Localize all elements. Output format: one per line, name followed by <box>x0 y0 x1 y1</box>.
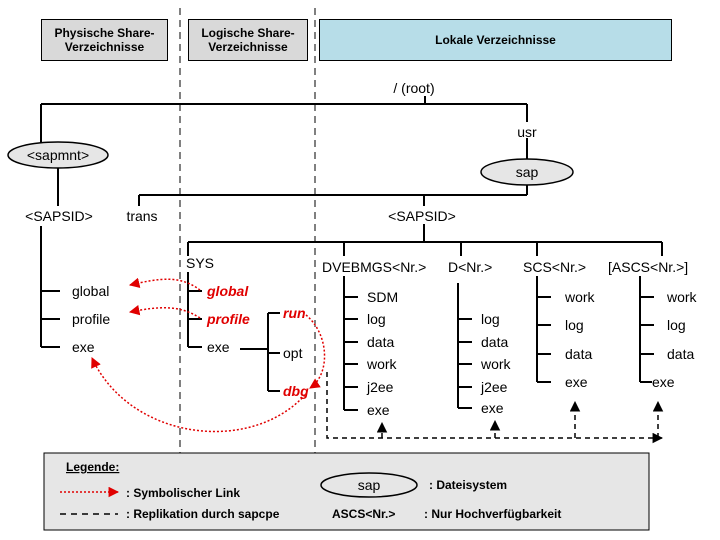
header-logical-shares: Logische Share- Verzeichnisse <box>188 19 308 61</box>
d-item: work <box>480 356 512 372</box>
legend-filesystem-text: : Dateisystem <box>429 478 507 492</box>
legend-ha-text: : Nur Hochverfügbarkeit <box>424 507 561 521</box>
header-local-directories: Lokale Verzeichnisse <box>319 19 672 61</box>
d-item: log <box>481 311 500 327</box>
trans-label: trans <box>126 208 157 224</box>
sapmnt-oval <box>7 141 109 169</box>
legend-sap-oval <box>320 472 418 498</box>
scs-item: work <box>564 289 596 305</box>
root-label: / (root) <box>393 80 434 96</box>
scs-item: data <box>565 346 592 362</box>
physical-exe-label: exe <box>72 339 95 355</box>
header-physical-shares: Physische Share- Verzeichnisse <box>41 19 168 61</box>
run-label: run <box>283 305 306 321</box>
dbg-label: dbg <box>283 383 309 399</box>
scs-label: SCS<Nr.> <box>523 259 586 275</box>
legend: Legende: : Symbolischer Link : Replikati… <box>43 452 650 531</box>
legend-ascs-label: ASCS<Nr.> <box>332 507 395 521</box>
dvebmgs-label: DVEBMGS<Nr.> <box>322 259 426 275</box>
sapsid-local-label: <SAPSID> <box>388 208 456 224</box>
ascs-item: data <box>667 346 694 362</box>
ascs-item: work <box>666 289 698 305</box>
usr-label: usr <box>517 124 537 140</box>
dvebmgs-item: log <box>367 311 386 327</box>
dvebmgs-item: data <box>367 334 394 350</box>
logical-exe-label: exe <box>207 339 230 355</box>
logical-profile-label: profile <box>206 311 250 327</box>
sapmnt-label: <sapmnt> <box>27 147 89 163</box>
sap-label: sap <box>516 164 539 180</box>
header-physical-label: Physische Share- Verzeichnisse <box>54 26 155 54</box>
d-item: j2ee <box>480 379 508 395</box>
sys-label: SYS <box>186 255 214 271</box>
symbolic-links <box>91 277 326 433</box>
d-item: exe <box>481 400 504 416</box>
scs-item: log <box>565 317 584 333</box>
dvebmgs-item: exe <box>367 402 390 418</box>
scs-item: exe <box>565 374 588 390</box>
legend-symlink-text: : Symbolischer Link <box>126 486 240 500</box>
legend-title: Legende: <box>66 460 119 474</box>
logical-global-label: global <box>206 283 249 299</box>
opt-label: opt <box>283 345 303 361</box>
physical-global-label: global <box>72 283 109 299</box>
tree-lines <box>40 96 663 411</box>
dvebmgs-item: SDM <box>367 289 398 305</box>
legend-replication-text: : Replikation durch sapcpe <box>126 507 280 521</box>
legend-sap-label: sap <box>358 477 381 493</box>
replication-lines <box>326 372 664 439</box>
d-label: D<Nr.> <box>448 259 492 275</box>
dvebmgs-item: j2ee <box>366 379 394 395</box>
ascs-item: exe <box>652 374 675 390</box>
header-local-label: Lokale Verzeichnisse <box>435 33 556 47</box>
ascs-label: [ASCS<Nr.>] <box>608 259 688 275</box>
physical-profile-label: profile <box>72 311 110 327</box>
dvebmgs-item: work <box>366 356 398 372</box>
sap-filesystem-oval <box>480 158 574 186</box>
sapsid-physical-label: <SAPSID> <box>25 208 93 224</box>
ascs-item: log <box>667 317 686 333</box>
header-logical-label: Logische Share- Verzeichnisse <box>201 26 295 54</box>
d-item: data <box>481 334 508 350</box>
